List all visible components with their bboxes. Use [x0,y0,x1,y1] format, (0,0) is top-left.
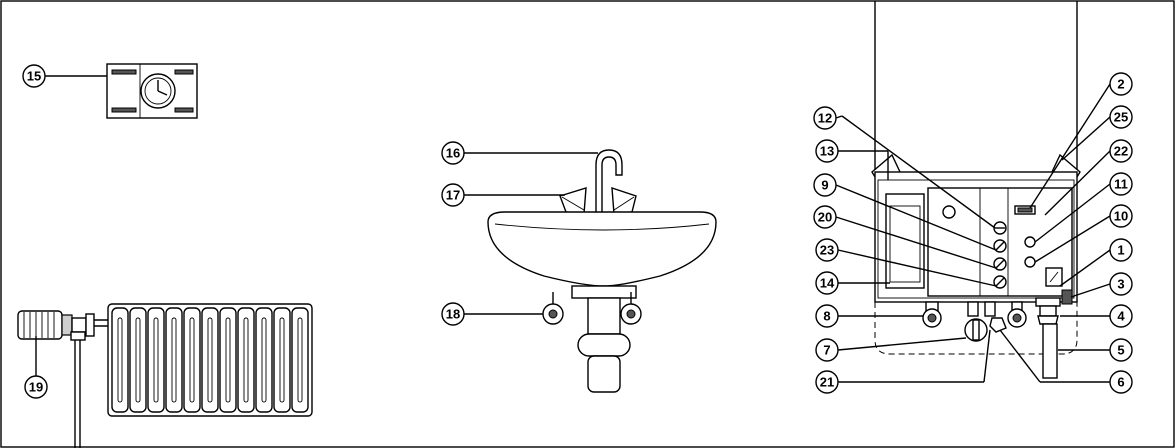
leader-lines [35,75,1111,383]
callout-12: 12 [813,106,837,130]
callout-9: 9 [813,173,837,197]
callout-4-label: 4 [1117,309,1125,324]
callout-18: 18 [441,302,465,326]
callout-25: 25 [1109,105,1133,129]
callout-5: 5 [1109,338,1133,362]
callout-6-label: 6 [1117,375,1124,390]
callout-4: 4 [1109,304,1133,328]
washbasin-icon [487,149,717,393]
callout-10-label: 10 [1114,209,1128,224]
callout-10: 10 [1109,204,1133,228]
callout-19: 19 [24,375,48,399]
callout-15: 15 [22,64,46,88]
callout-21: 21 [815,370,839,394]
callout-25-label: 25 [1114,110,1128,125]
callout-16-label: 16 [446,146,460,161]
callout-7-label: 7 [823,343,830,358]
callout-7: 7 [815,338,839,362]
callout-2-label: 2 [1117,77,1124,92]
callout-14: 14 [815,271,839,295]
callout-3: 3 [1109,272,1133,296]
clock-timer-icon [106,63,198,119]
callout-8-label: 8 [823,309,830,324]
callout-6: 6 [1109,370,1133,394]
callout-22: 22 [1109,139,1133,163]
callout-17: 17 [441,183,465,207]
callout-11: 11 [1109,172,1133,196]
callout-23-label: 23 [820,243,834,258]
callout-20: 20 [813,205,837,229]
callout-2: 2 [1109,72,1133,96]
callout-20-label: 20 [818,210,832,225]
callout-14-label: 14 [820,276,835,291]
callout-19-label: 19 [29,380,43,395]
callout-16: 16 [441,141,465,165]
callout-11-label: 11 [1114,177,1128,192]
callout-12-label: 12 [818,111,832,126]
callout-23: 23 [815,238,839,262]
callout-9-label: 9 [821,178,828,193]
callout-8: 8 [815,304,839,328]
callout-15-label: 15 [27,69,41,84]
radiator-icon [74,303,313,448]
wall-boiler-icon [871,1,1081,379]
callout-1: 1 [1109,238,1133,262]
callout-22-label: 22 [1114,144,1128,159]
callout-3-label: 3 [1117,277,1124,292]
callout-5-label: 5 [1117,343,1124,358]
callout-1-label: 1 [1117,243,1124,258]
callout-17-label: 17 [446,188,460,203]
callout-13: 13 [815,139,839,163]
callout-21-label: 21 [820,375,834,390]
callout-18-label: 18 [446,307,460,322]
thermostatic-valve-icon [17,310,95,341]
callout-13-label: 13 [820,144,834,159]
callout-bubbles: 15 19 16 17 18 12 13 9 20 23 14 8 7 21 2… [22,64,1133,399]
